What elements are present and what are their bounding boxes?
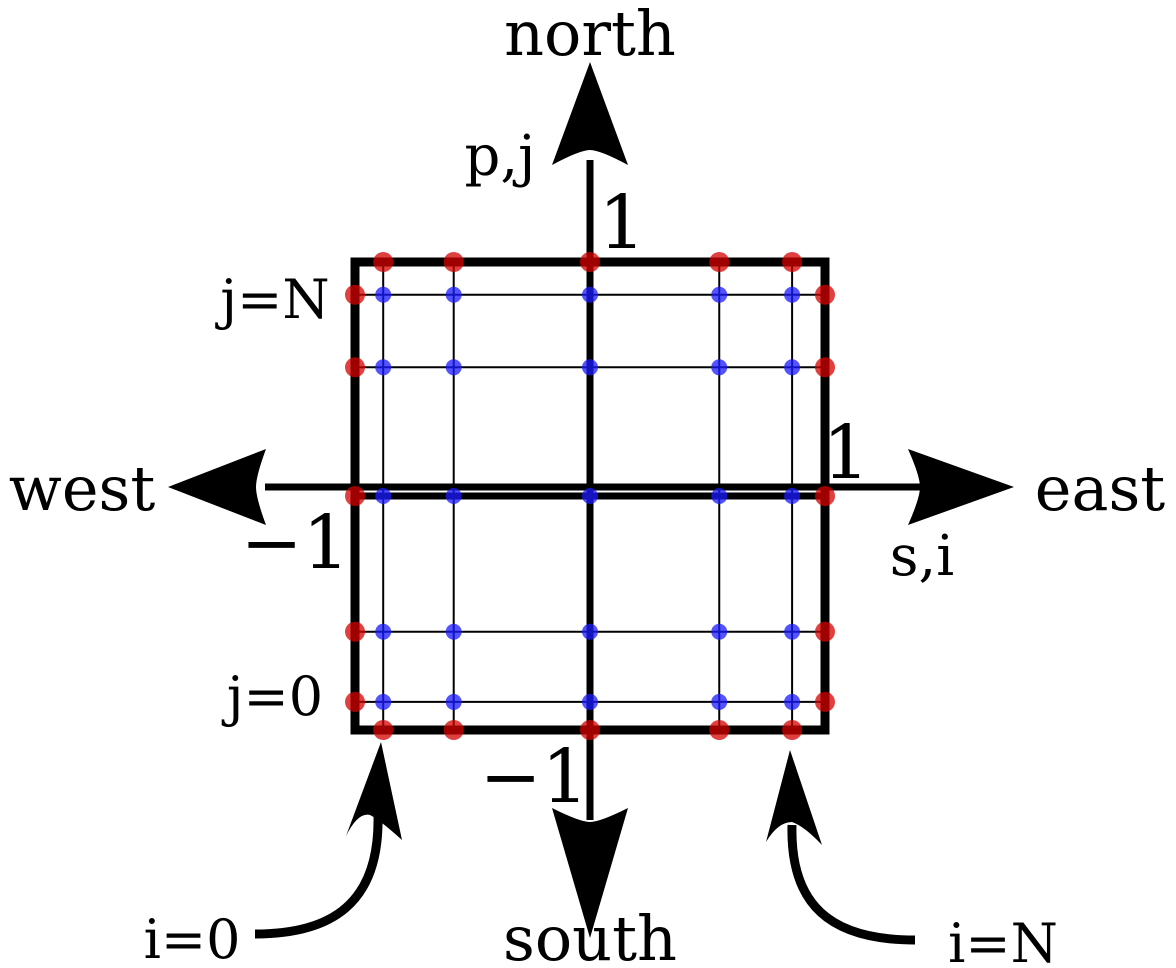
interior-node	[711, 488, 728, 504]
boundary-node-west	[345, 357, 365, 378]
s-min-label: −1	[240, 500, 349, 586]
interior-node	[784, 286, 801, 303]
interior-node	[582, 623, 598, 640]
boundary-node-south	[373, 720, 394, 740]
boundary-node-north	[373, 252, 394, 272]
boundary-node-east	[815, 486, 835, 506]
j-bottom-label: j=0	[221, 665, 323, 728]
interior-node	[375, 488, 392, 504]
boundary-node-west	[345, 621, 365, 642]
j-top-label: j=N	[214, 268, 329, 331]
i-n-arrowhead	[766, 750, 822, 845]
interior-node	[375, 693, 392, 710]
boundary-node-north	[782, 252, 803, 272]
boundary-node-east	[815, 621, 835, 642]
boundary-node-east	[815, 284, 835, 305]
p-min-label: −1	[479, 734, 588, 820]
p-max-label: 1	[598, 180, 645, 266]
interior-node	[445, 359, 462, 376]
interior-node	[375, 623, 392, 640]
interior-node	[582, 488, 598, 504]
i-zero-arrowhead	[346, 742, 402, 840]
interior-node	[711, 693, 728, 710]
boundary-node-south	[580, 720, 600, 740]
interior-node	[711, 623, 728, 640]
interior-node	[582, 359, 598, 376]
south-arrow	[552, 808, 628, 938]
boundary-node-north	[443, 252, 464, 272]
interior-node	[445, 623, 462, 640]
west-arrow	[168, 449, 266, 525]
north-label: north	[504, 0, 676, 70]
south-label: south	[503, 902, 677, 968]
i-n-pointer	[787, 824, 916, 945]
boundary-node-north	[709, 252, 730, 272]
interior-node	[375, 359, 392, 376]
interior-node	[784, 359, 801, 376]
west-label: west	[9, 452, 156, 525]
boundary-node-north	[580, 252, 600, 272]
boundary-node-east	[815, 691, 835, 712]
east-label: east	[1035, 452, 1165, 525]
interior-node	[582, 693, 598, 710]
interior-node	[445, 693, 462, 710]
s-max-label: 1	[822, 410, 869, 496]
grid-nodes	[345, 252, 835, 740]
boundary-node-west	[345, 691, 365, 712]
interior-node	[784, 623, 801, 640]
i-n-label: i=N	[948, 912, 1058, 968]
boundary-node-west	[345, 486, 365, 506]
interior-node	[711, 359, 728, 376]
boundary-node-west	[345, 284, 365, 305]
interior-node	[784, 488, 801, 504]
interior-node	[582, 286, 598, 303]
interior-node	[445, 488, 462, 504]
interior-node	[711, 286, 728, 303]
boundary-node-south	[443, 720, 464, 740]
north-arrow	[552, 62, 628, 165]
interior-node	[784, 693, 801, 710]
interior-node	[445, 286, 462, 303]
interior-node	[375, 286, 392, 303]
boundary-node-south	[709, 720, 730, 740]
i-zero-pointer	[254, 814, 383, 939]
p-axis-label: p,j	[464, 124, 535, 189]
east-arrow	[908, 449, 1014, 525]
boundary-node-south	[782, 720, 803, 740]
i-zero-label: i=0	[144, 908, 241, 968]
axes	[168, 62, 1014, 938]
boundary-node-east	[815, 357, 835, 378]
s-axis-label: s,i	[890, 524, 954, 589]
